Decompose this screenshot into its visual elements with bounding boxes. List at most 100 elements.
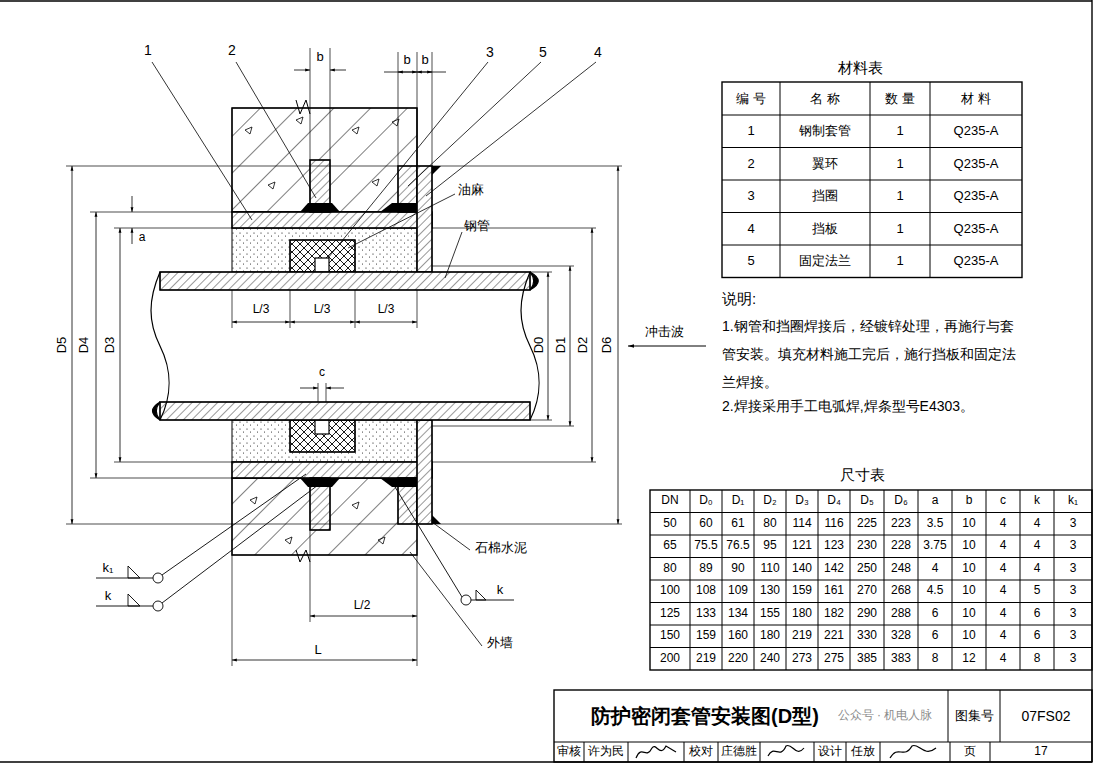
table-header: 数 量 [885, 91, 915, 106]
weld [432, 166, 441, 175]
callout-number: 4 [594, 44, 602, 60]
size-table-grid [818, 490, 819, 670]
weld-symbol [128, 566, 140, 578]
size-table-grid [754, 490, 755, 670]
size-table-grid [722, 490, 723, 670]
material-table-grid [722, 82, 1022, 278]
wall [232, 108, 417, 212]
table-cell: 6 [1034, 607, 1041, 621]
table-title: 尺寸表 [840, 466, 885, 483]
dimension-line [548, 272, 549, 420]
steel-sleeve [232, 462, 432, 478]
table-cell: 10 [962, 607, 975, 621]
dimension-label: L/3 [314, 303, 331, 317]
table-cell: 8 [932, 652, 939, 666]
retaining-ring [315, 420, 329, 434]
weld-symbol [96, 606, 153, 607]
table-cell: 220 [728, 652, 748, 666]
sheet-border [0, 761, 1092, 762]
extension-line [432, 524, 622, 525]
title-block-grid [948, 690, 949, 742]
table-cell: 134 [728, 607, 748, 621]
extension-line [432, 52, 433, 166]
table-cell: 61 [731, 517, 744, 531]
table-cell: 100 [660, 584, 680, 598]
wall-break [296, 550, 310, 562]
part-label: 钢管 [464, 219, 490, 234]
material-table-grid [722, 115, 1022, 116]
title-block-cell: 设计 [818, 745, 842, 759]
watermark: 公众号 · 机电人脉 [838, 709, 933, 723]
table-cell: 121 [792, 539, 812, 553]
table-cell: 130 [760, 584, 780, 598]
table-cell: Q235-A [954, 189, 999, 204]
callout-number: 1 [144, 42, 152, 58]
wall [232, 478, 417, 555]
weld-symbol [153, 601, 163, 611]
weld-symbol [96, 474, 514, 611]
dimension-label: L/3 [378, 303, 395, 317]
dimension-line [290, 322, 355, 323]
table-cell: 160 [728, 629, 748, 643]
table-cell: 3 [1070, 562, 1077, 576]
table-cell: 3 [1070, 517, 1077, 531]
weld-symbol [162, 474, 306, 575]
extension-line [432, 266, 574, 267]
table-header: DN [661, 494, 678, 508]
table-header: D₀ [699, 494, 713, 508]
extension-line [318, 383, 319, 402]
dimension-line [398, 72, 417, 73]
table-cell: 383 [891, 652, 911, 666]
leader-line [152, 62, 706, 646]
steel-pipe [151, 272, 539, 420]
title-block-cell: 任放 [851, 745, 875, 759]
part-label: 石棉水泥 [475, 541, 527, 556]
direction-label: 冲击波 [645, 325, 684, 340]
table-cell: 3 [1070, 607, 1077, 621]
table-cell: 4 [747, 221, 754, 236]
baffle-plate [417, 420, 432, 524]
extension-line [66, 166, 398, 167]
title-block-grid [760, 742, 761, 762]
dimension-line [417, 72, 432, 73]
table-cell: 180 [760, 629, 780, 643]
extension-line [530, 420, 552, 421]
table-cell: 10 [962, 629, 975, 643]
material-table-grid [722, 245, 1022, 246]
leader-line [445, 232, 462, 278]
table-cell: 76.5 [726, 539, 749, 553]
dimension-label: c [319, 366, 325, 380]
table-cell: 4 [1000, 539, 1007, 553]
dimension-line [330, 70, 346, 71]
dimension-label: L/3 [253, 303, 270, 317]
dimension-label: D6 [600, 337, 615, 354]
title-block-grid [846, 742, 847, 762]
title-block-grid [584, 742, 585, 762]
table-header: c [1000, 494, 1006, 508]
table-header: D₁ [732, 494, 745, 508]
table-cell: 230 [857, 539, 877, 553]
dimension-label: D0 [532, 337, 547, 354]
table-header: k [1034, 494, 1040, 508]
dimension-line [72, 166, 73, 524]
table-title: 材料表 [838, 59, 883, 76]
signature [636, 746, 676, 758]
steel-pipe [160, 402, 530, 420]
leader-line [628, 346, 706, 347]
title-block-grid [990, 742, 991, 762]
table-cell: 182 [824, 607, 844, 621]
weld [300, 166, 441, 524]
leader-line [348, 194, 455, 248]
dimension-label: b [421, 53, 428, 68]
sheet-border [0, 0, 1092, 1]
size-table-grid [1054, 490, 1055, 670]
weld-symbol [96, 578, 153, 579]
part-label: 油麻 [458, 183, 484, 198]
table-cell: 2 [747, 156, 754, 171]
steel-pipe [160, 272, 530, 290]
extension-line [330, 48, 331, 160]
aggregate-mark [352, 127, 359, 134]
wall-break [296, 100, 310, 114]
material-table-grid [930, 82, 931, 278]
table-cell: 60 [699, 517, 712, 531]
